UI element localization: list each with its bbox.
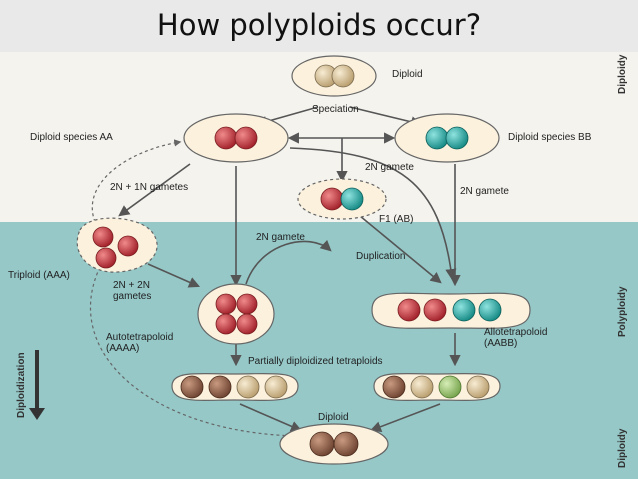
label-2n-2n-gametes-line2: gametes — [113, 291, 151, 302]
chromosome-tan — [466, 375, 490, 399]
slide-title: How polyploids occur? — [156, 8, 482, 42]
arrow-partial-left-to-diploid — [239, 403, 303, 432]
label-species-aa: Diploid species AA — [30, 132, 113, 143]
label-triploid: Triploid (AAA) — [8, 270, 70, 281]
chromosome-tan — [410, 375, 434, 399]
arrow-diploid-to-bb — [349, 106, 423, 128]
chromosome-green — [438, 375, 462, 399]
diploid-top-cell — [291, 55, 377, 97]
label-speciation: Speciation — [312, 104, 359, 115]
arrow-triploid-to-auto — [147, 263, 201, 288]
chromosome-red — [215, 293, 237, 315]
side-label-diploidy-bottom: Diploidy — [617, 428, 628, 468]
label-diploid-top: Diploid — [392, 69, 423, 80]
allotetraploid-cell — [371, 292, 531, 329]
partial-tetraploid-right-cell — [373, 372, 501, 401]
label-species-bb: Diploid species BB — [508, 132, 592, 143]
chromosome-red — [95, 247, 117, 269]
label-f1: F1 (AB) — [379, 214, 413, 225]
autotetraploid-cell — [197, 283, 275, 345]
label-allotetraploid: Allotetrapoloid — [484, 327, 547, 338]
chromosome-red — [320, 187, 344, 211]
label-diploid-bottom: Diploid — [318, 412, 349, 423]
chromosome-red — [397, 298, 421, 322]
triploid-cell — [76, 217, 158, 273]
chromosome-red — [117, 235, 139, 257]
species-aa-cell — [183, 113, 289, 163]
label-autotetraploid: Autotetrapoloid — [106, 332, 173, 343]
arrows — [118, 106, 461, 433]
chromosome-red — [215, 313, 237, 335]
label-autotetraploid-genome: (AAAA) — [106, 343, 139, 354]
chromosome-red — [92, 226, 114, 248]
label-partially-diploidized: Partially diploidized tetraploids — [248, 356, 383, 367]
chromosome-red — [214, 126, 238, 150]
label-2n-1n-gametes: 2N + 1N gametes — [110, 182, 188, 193]
chromosome-red — [236, 293, 258, 315]
partial-tetraploid-left-cell — [171, 372, 299, 401]
chromosome-red — [234, 126, 258, 150]
chromosome-brown — [208, 375, 232, 399]
label-allotetraploid-genome: (AABB) — [484, 338, 517, 349]
label-2n-gamete-b: 2N gamete — [460, 186, 509, 197]
dashed-arrow-triploid-to-aa — [91, 139, 182, 223]
chromosome-teal — [452, 298, 476, 322]
diagram-svg: Diploid Speciation Diploid species AA Di… — [8, 54, 628, 468]
chromosome-tan — [331, 64, 355, 88]
label-2n-gamete-c: 2N gamete — [256, 232, 305, 243]
arrow-f1-to-allo — [359, 215, 442, 284]
chromosome-brown — [309, 431, 335, 457]
chromosome-teal — [445, 126, 469, 150]
diploidization-arrow — [29, 350, 45, 420]
chromosome-brown — [180, 375, 204, 399]
label-2n-2n-gametes-line1: 2N + 2N — [113, 280, 150, 291]
label-duplication: Duplication — [356, 251, 405, 262]
title-bar — [0, 0, 638, 52]
dashed-arrow-triploid-to-diploid — [89, 266, 298, 440]
arrow-aa-to-triploid — [118, 163, 191, 217]
dashed-arrows — [89, 139, 298, 440]
chromosome-brown — [382, 375, 406, 399]
label-2n-gamete-a: 2N gamete — [365, 162, 414, 173]
diploid-bottom-cell — [279, 423, 389, 465]
side-label-diploidy-top: Diploidy — [617, 54, 628, 94]
side-label-polyploidy: Polyploidy — [617, 286, 628, 337]
chromosome-teal — [478, 298, 502, 322]
chromosome-red — [423, 298, 447, 322]
chromosome-teal — [340, 187, 364, 211]
chromosome-teal — [425, 126, 449, 150]
chromosome-tan — [236, 375, 260, 399]
species-bb-cell — [394, 113, 500, 163]
chromosome-tan — [264, 375, 288, 399]
side-label-diploidization: Diploidization — [16, 352, 27, 418]
arrow-partial-right-to-diploid — [369, 403, 441, 433]
polyploid-diagram: Diploid Speciation Diploid species AA Di… — [0, 52, 638, 479]
arrow-aa-to-allo-curve — [289, 147, 457, 281]
f1-cell — [297, 178, 387, 220]
chromosome-red — [236, 313, 258, 335]
arrow-gamete-curve — [245, 239, 332, 285]
chromosome-brown — [333, 431, 359, 457]
